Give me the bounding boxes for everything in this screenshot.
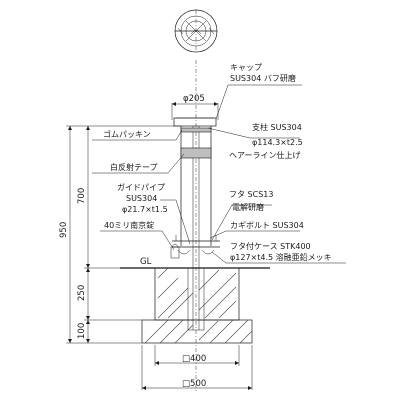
embedment-label: 250 [77, 285, 87, 301]
guide-pipe-label: ガイドパイプ [117, 182, 165, 192]
cap-diameter-dimension: φ205 [171, 94, 219, 120]
footing [141, 267, 253, 344]
padlock-label: 40ミリ南京錠 [104, 220, 154, 230]
key-bolt-label: カギボルト SUS304 [230, 221, 304, 230]
above-ground-label: 700 [77, 188, 87, 204]
padlock-shape [170, 246, 180, 259]
rubber-packing [180, 127, 212, 133]
leader-lines [92, 84, 346, 264]
lid-label: フタ SCS13 [229, 190, 273, 199]
rubber-packing-label: ゴムパッキン [103, 129, 151, 139]
lid-and-case-top [170, 235, 220, 259]
lidded-case-label: フタ付ケース STK400 [230, 241, 311, 251]
width-dimensions: □400 □500 [141, 345, 253, 390]
cap-material-label: SUS304 バフ研磨 [230, 73, 296, 83]
case-size-label: φ127×t4.5 溶融亜鉛メッキ [230, 252, 332, 262]
gl-label: GL [140, 257, 152, 267]
base-label: 100 [77, 323, 87, 339]
plan-view-icon [174, 9, 218, 53]
post-size-label: φ114.3×t2.5 [252, 138, 303, 147]
footing-outer-label: □500 [182, 379, 206, 389]
cap [173, 117, 217, 127]
post [180, 60, 212, 392]
reflective-tape-label: 白反射テープ [110, 162, 158, 172]
post-name-label: 支柱 SUS304 [252, 122, 302, 132]
footing-inner-label: □400 [182, 354, 206, 364]
cap-name-label: キャップ [230, 63, 262, 72]
total-height-label: 950 [59, 222, 69, 238]
guide-pipe-material-label: SUS304 [126, 194, 157, 203]
embedded-case [187, 267, 205, 331]
post-finish-label: ヘアーライン仕上げ [229, 150, 301, 160]
cap-diameter-label: φ205 [183, 94, 205, 104]
reflective-tape-band [180, 147, 212, 159]
height-dimensions: 950 700 250 100 [59, 125, 180, 344]
guide-pipe-size-label: φ21.7×t1.5 [122, 205, 168, 214]
lid-finish-label: 電解研磨 [232, 202, 264, 212]
